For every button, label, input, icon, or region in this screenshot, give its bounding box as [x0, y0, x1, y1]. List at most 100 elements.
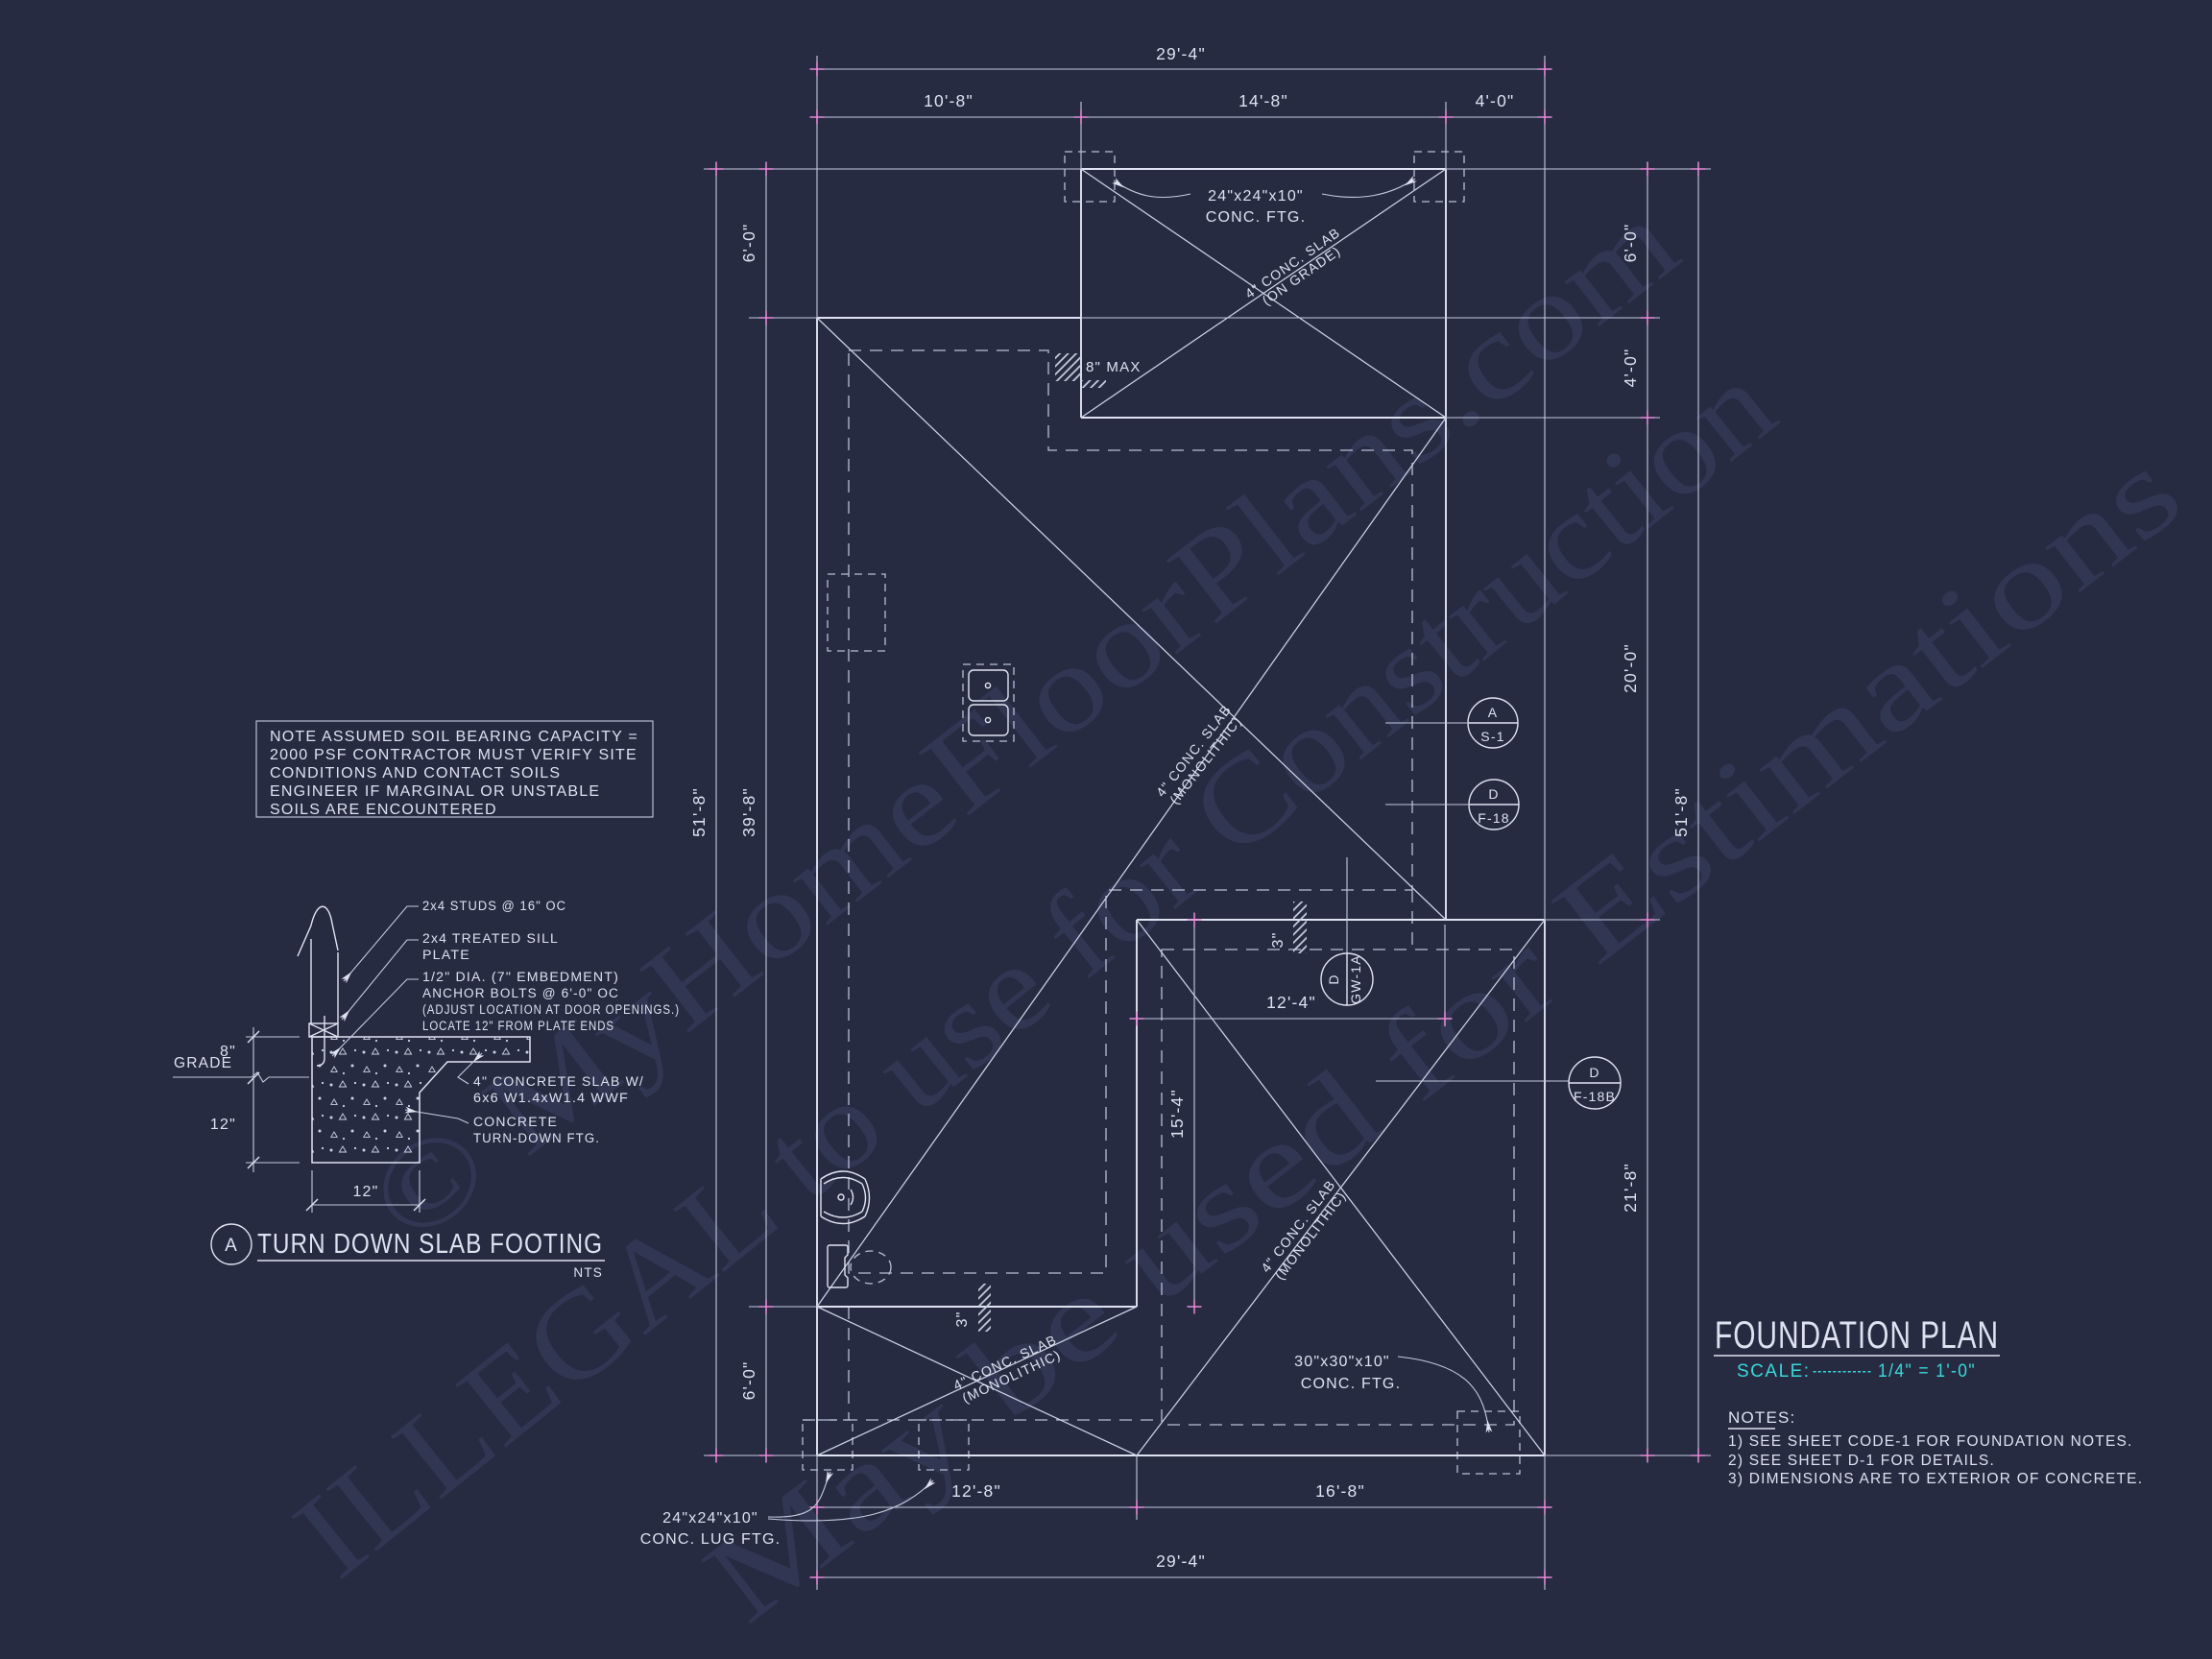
- plan-path: [341, 905, 419, 984]
- plan-path: [308, 1022, 339, 1038]
- dim-top-right: 4'-0": [1476, 91, 1515, 110]
- plan-path: [864, 1178, 871, 1217]
- detail-callout-ftg-2: TURN-DOWN FTG.: [473, 1131, 600, 1146]
- plan-path: [297, 905, 339, 957]
- detail-callout-sill-1: 2x4 TREATED SILL: [422, 931, 559, 947]
- leader-garage-footing-right: [1321, 176, 1417, 199]
- detail-callout-bolt-2: ANCHOR BOLTS @ 6'-0" OC: [422, 986, 619, 1001]
- detail-concrete-section: [311, 1036, 531, 1164]
- detail-callout-sill-2: PLATE: [422, 948, 470, 963]
- dimension-text: 29'-4" 10'-8" 14'-8" 4'-0" 51'-8" 6'-0" …: [689, 44, 1691, 1571]
- detail-callout-bolt-1: 1/2" DIA. (7" EMBEDMENT): [422, 970, 619, 985]
- dim-right-1: 6'-0": [1621, 224, 1640, 263]
- plan-path: [820, 1170, 866, 1180]
- detail-stud-wall: [297, 905, 339, 1067]
- dim-left-total: 51'-8": [689, 787, 709, 837]
- note-2: 2) SEE SHEET D-1 FOR DETAILS.: [1728, 1453, 1995, 1469]
- callout-a-s1: A S-1: [1467, 697, 1519, 749]
- label-patio-step: 3": [1270, 932, 1286, 949]
- plan-circle: [210, 1223, 252, 1265]
- label-lug-footing-size: 24"x24"x10": [662, 1510, 758, 1527]
- note-box-line-5: SOILS ARE ENCOUNTERED: [270, 802, 497, 818]
- plan-rect: [308, 1022, 339, 1038]
- body-x-brace: [816, 317, 1447, 1308]
- patio-footing-dashed: [1161, 949, 1515, 1426]
- note-box: NOTE ASSUMED SOIL BEARING CAPACITY = 200…: [255, 720, 654, 818]
- label-porch-step: 3": [954, 1311, 971, 1328]
- dim-left-top: 6'-0": [739, 224, 758, 263]
- label-garage-footing-type: CONC. FTG.: [1206, 209, 1306, 226]
- porch-step-hatch: [978, 1284, 991, 1332]
- callout-d-gw1a-left: D: [1326, 974, 1341, 984]
- note-box-line-1: NOTE ASSUMED SOIL BEARING CAPACITY =: [270, 729, 638, 745]
- leader-lines: [767, 176, 1569, 1522]
- title-block: FOUNDATION PLAN SCALE: ------------ 1/4"…: [1714, 1314, 2143, 1487]
- dim-top-total: 29'-4": [1156, 44, 1206, 63]
- detail-dim-12v: 12": [210, 1117, 236, 1133]
- slab-x-braces: [816, 168, 1546, 1456]
- plan-rect: [968, 704, 1009, 736]
- callout-d-gw1a-right: GW-1A: [1348, 954, 1363, 1004]
- sink-footing-pad: [962, 663, 1015, 742]
- callout-d-gw1a: D GW-1A: [1320, 952, 1374, 1006]
- scale-label: SCALE:: [1737, 1361, 1811, 1382]
- callout-a-s1-top: A: [1488, 705, 1499, 720]
- leader-lug-footing-2: [767, 1478, 936, 1522]
- note-box-line-3: CONDITIONS AND CONTACT SOILS: [270, 765, 561, 781]
- garage-step-hatch: [1055, 353, 1081, 381]
- plan-path: [404, 1106, 469, 1124]
- detail-title-tag: A: [225, 1236, 238, 1256]
- dim-patio-width: 12'-4": [1266, 993, 1316, 1012]
- dimension-lines: [715, 68, 1699, 1578]
- detail-callout-studs: 2x4 STUDS @ 16" OC: [422, 899, 566, 914]
- dim-bottom-right: 16'-8": [1315, 1481, 1365, 1501]
- patio-step-hatch: [1293, 902, 1307, 953]
- plan-ellipse: [850, 1250, 892, 1285]
- callout-d-f18: D F-18: [1468, 779, 1520, 830]
- plan-path: [823, 1176, 863, 1185]
- callout-d-f18-top: D: [1488, 786, 1499, 802]
- note-box-line-4: ENGINEER IF MARGINAL OR UNSTABLE: [270, 783, 600, 800]
- note-box-line-2: 2000 PSF CONTRACTOR MUST VERIFY SITE: [270, 747, 637, 763]
- step-hatches: [978, 353, 1307, 1332]
- detail-callout-ftg-1: CONCRETE: [473, 1115, 558, 1130]
- detail-callout-slab-2: 6x6 W1.4xW1.4 WWF: [473, 1091, 629, 1106]
- label-lug-footing-type: CONC. LUG FTG.: [640, 1531, 781, 1548]
- callout-d-f18-bottom: F-18: [1478, 810, 1510, 826]
- dim-patio-height: 15'-4": [1167, 1089, 1187, 1139]
- label-garage-footing-size: 24"x24"x10": [1208, 188, 1304, 204]
- garage-x-brace: [1080, 168, 1447, 419]
- detail-dim-12w: 12": [352, 1184, 378, 1200]
- note-3: 3) DIMENSIONS ARE TO EXTERIOR OF CONCRET…: [1728, 1471, 2143, 1487]
- porch-x-brace: [816, 1306, 1138, 1456]
- plan-labels: 24"x24"x10" CONC. FTG. 8" MAX 4" CONC. S…: [640, 188, 1400, 1548]
- dim-left-bot: 6'-0": [739, 1361, 758, 1401]
- detail-title-nts: NTS: [573, 1265, 603, 1280]
- notes-heading: NOTES:: [1728, 1408, 1796, 1427]
- plan-path: [339, 939, 419, 1022]
- leader-garage-footing-left: [1112, 178, 1191, 199]
- dim-bottom-left: 12'-8": [951, 1481, 1001, 1501]
- scale-dashes: ------------: [1813, 1361, 1872, 1382]
- leader-patio-footing: [1397, 1356, 1493, 1433]
- toilet: [827, 1244, 892, 1288]
- plan-path: [329, 978, 419, 1059]
- dim-right-4: 21'-8": [1621, 1163, 1640, 1213]
- dim-right-total: 51'-8": [1671, 787, 1691, 837]
- plan-rect: [968, 669, 1009, 702]
- plan-path: [173, 1071, 309, 1083]
- plan-path: [823, 1211, 863, 1218]
- dim-top-left: 10'-8": [924, 91, 974, 110]
- dim-right-3: 20'-0": [1621, 643, 1640, 693]
- plan-circle: [837, 1193, 845, 1201]
- detail-callout-bolt-4: LOCATE 12" FROM PLATE ENDS: [422, 1019, 614, 1034]
- plan-circle: [984, 682, 992, 689]
- garage-step-hatch-2: [1081, 380, 1106, 388]
- plan-path: [861, 1183, 867, 1213]
- dim-right-2: 4'-0": [1621, 349, 1640, 388]
- detail-callouts: 2x4 STUDS @ 16" OC 2x4 TREATED SILL PLAT…: [329, 899, 679, 1146]
- porch-footing-pad-right: [918, 1419, 970, 1471]
